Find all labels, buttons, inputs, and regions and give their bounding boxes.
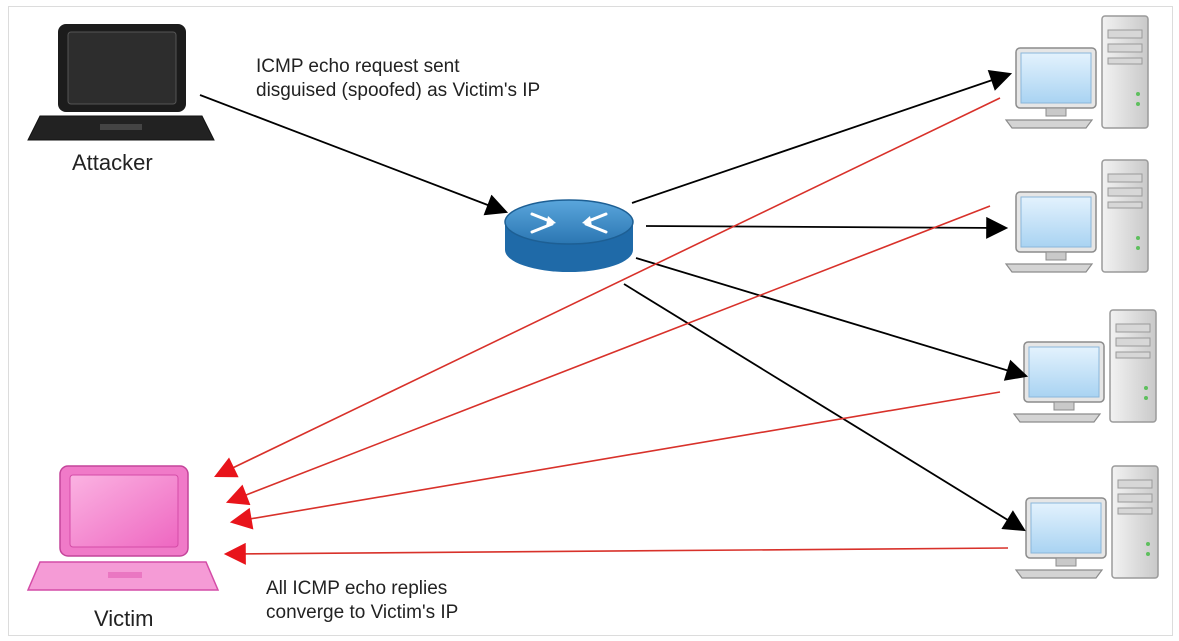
desktop-computer-icon — [1015, 465, 1159, 579]
desktop-computer-icon — [1013, 309, 1157, 423]
attacker-laptop-icon — [27, 24, 215, 141]
reply-annotation-line-1: All ICMP echo replies — [266, 578, 448, 599]
request-arrow-router-to-computer-3 — [635, 257, 1029, 381]
desktop-computer-icon — [1005, 15, 1149, 129]
attacker-label: Attacker — [72, 150, 153, 175]
request-annotation-line-1: ICMP echo request sent — [256, 56, 460, 77]
request-arrow-router-to-computer-1 — [631, 69, 1013, 204]
router-icon — [504, 199, 634, 272]
reply-annotation-line-2: converge to Victim's IP — [266, 602, 459, 623]
reply-arrow-computer-3-to-victim — [229, 391, 1001, 530]
victim-laptop-icon — [26, 465, 220, 591]
request-arrow-attacker-to-router — [199, 94, 509, 216]
desktop-computer-icon — [1005, 159, 1149, 273]
reply-arrow-computer-4-to-victim — [223, 542, 1009, 565]
request-arrow-router-to-computer-2 — [645, 216, 1009, 239]
request-arrow-router-to-computer-4 — [623, 283, 1026, 532]
request-annotation-line-2: disguised (spoofed) as Victim's IP — [256, 80, 541, 101]
victim-label: Victim — [94, 606, 154, 631]
reply-arrow-computer-1-to-victim — [214, 97, 1001, 478]
diagram-frame — [8, 6, 1173, 636]
reply-arrow-computer-2-to-victim — [225, 205, 991, 506]
